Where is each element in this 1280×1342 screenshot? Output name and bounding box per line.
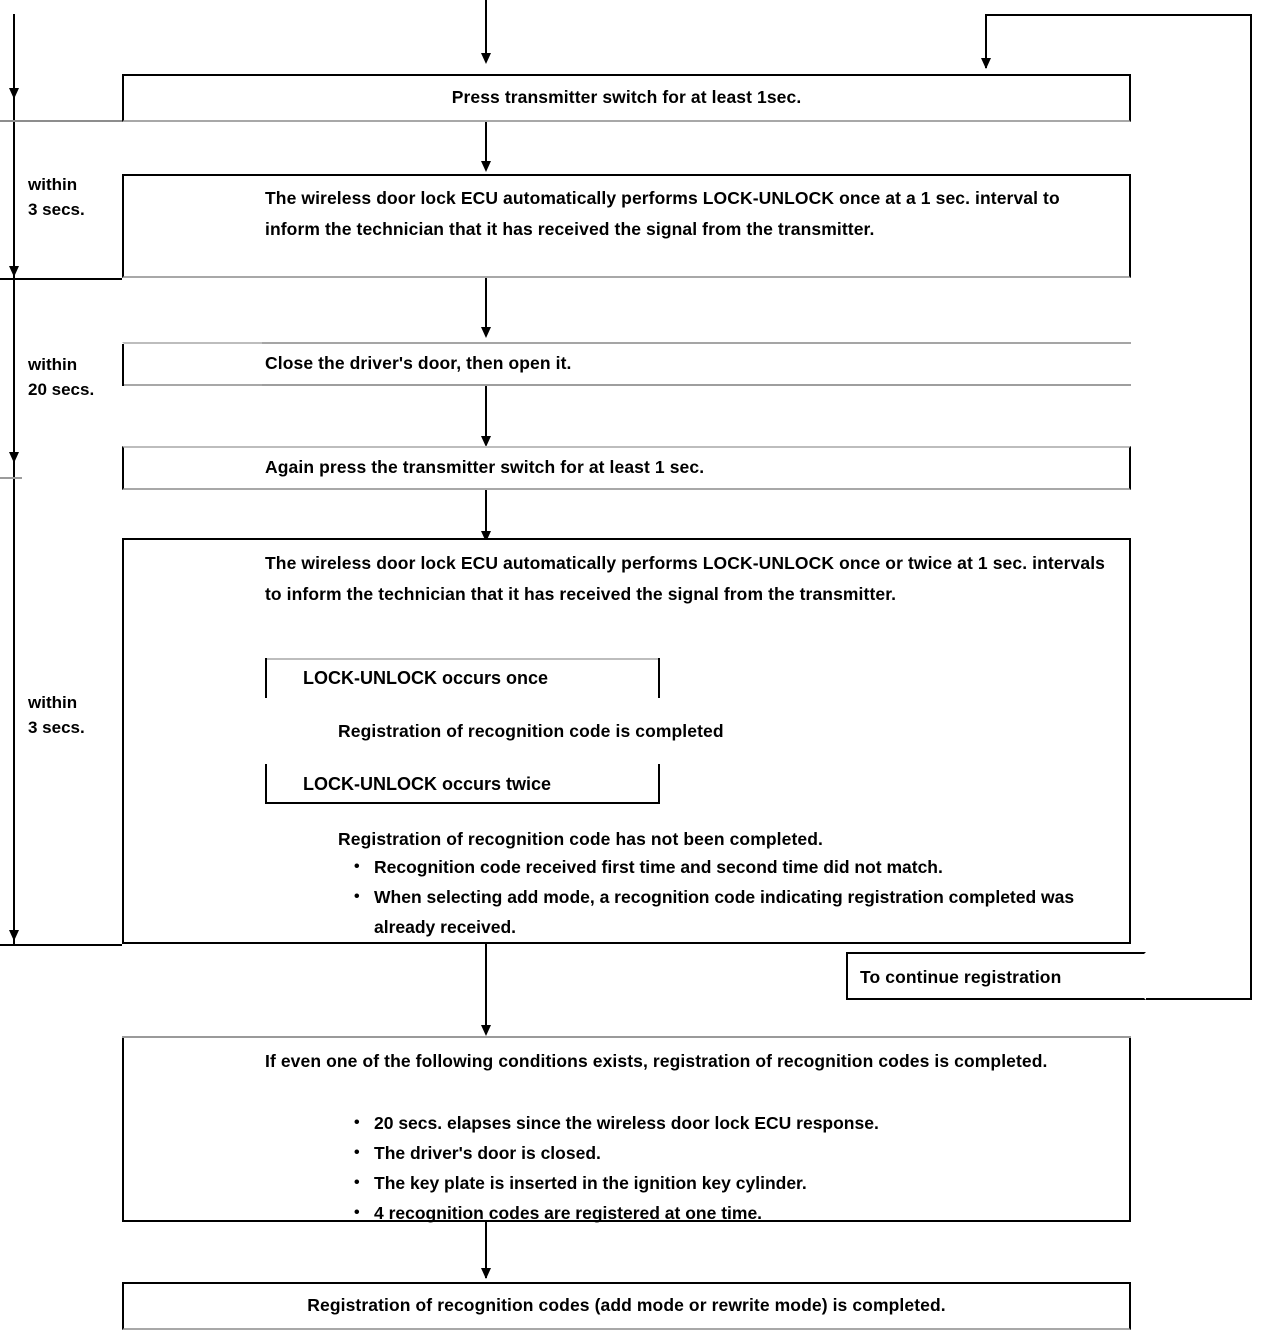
outcome-text-registration-completed: Registration of recognition code is comp… xyxy=(338,721,724,741)
entry-connector-line xyxy=(485,0,487,62)
timing-label-within-3-secs-first: within 3 secs. xyxy=(28,175,85,219)
connector-step1-step2 xyxy=(485,122,487,170)
list-item: 4 recognition codes are registered at on… xyxy=(352,1198,1112,1228)
connector-step2-step3 xyxy=(485,278,487,336)
connector-step3-step4-arrow xyxy=(481,436,491,447)
loopback-top-line xyxy=(985,14,1252,16)
connector-step4-step5-arrow xyxy=(481,531,491,542)
timing-label-within-3-secs-second: within 3 secs. xyxy=(28,693,85,737)
final-result-box xyxy=(122,1282,1131,1330)
loopback-arrow xyxy=(981,58,991,69)
loopback-down-into-box-line xyxy=(985,14,987,68)
outcome-box-lock-unlock-once: LOCK-UNLOCK occurs once xyxy=(265,658,660,698)
loopback-bottom-line xyxy=(1146,998,1252,1000)
completion-conditions-intro: If even one of the following conditions … xyxy=(265,1051,1048,1071)
step-box-press-transmitter-again xyxy=(122,446,1131,490)
timing-rail-arrow-3 xyxy=(9,452,19,463)
connector-conditions-final-arrow xyxy=(481,1268,491,1279)
list-item: Recognition code received first time and… xyxy=(352,852,1112,882)
timing-tick-3 xyxy=(0,477,22,479)
step-box-ecu-responds-first xyxy=(122,174,1131,278)
timing-rail-arrow-1 xyxy=(9,88,19,99)
outcome-reason-list: Recognition code received first time and… xyxy=(352,852,1112,942)
connector-step5-conditions xyxy=(485,944,487,1034)
outcome-box-lock-unlock-once-bottom-mask xyxy=(267,696,658,698)
continue-registration-label: To continue registration xyxy=(860,967,1062,987)
completion-conditions-list: 20 secs. elapses since the wireless door… xyxy=(352,1108,1112,1228)
connector-step1-step2-arrow xyxy=(481,161,491,172)
connector-step2-step3-arrow xyxy=(481,327,491,338)
connector-step5-conditions-arrow xyxy=(481,1025,491,1036)
step-text-ecu-responds-first: The wireless door lock ECU automatically… xyxy=(265,188,1065,239)
step-text-press-transmitter-again: Again press the transmitter switch for a… xyxy=(265,457,705,477)
connector-step4-step5 xyxy=(485,490,487,542)
outcome-box-lock-unlock-twice-right xyxy=(658,764,660,804)
outcome-box-lock-unlock-twice: LOCK-UNLOCK occurs twice xyxy=(265,764,660,804)
step-box-close-open-door-top xyxy=(262,342,1131,344)
timing-label-within-20-secs: within 20 secs. xyxy=(28,355,95,399)
list-item: The driver's door is closed. xyxy=(352,1138,1112,1168)
outcome-text-registration-not-completed: Registration of recognition code has not… xyxy=(338,829,823,849)
continue-registration-box xyxy=(846,952,1146,1000)
loopback-right-line xyxy=(1250,14,1252,1000)
completion-conditions-box-top xyxy=(122,1036,1131,1038)
step-box-press-transmitter xyxy=(122,74,1131,122)
outcome-box-lock-unlock-once-left xyxy=(265,658,267,698)
timing-rail-arrow-2 xyxy=(9,266,19,277)
timing-rail-arrow-4 xyxy=(9,930,19,941)
list-item: 20 secs. elapses since the wireless door… xyxy=(352,1108,1112,1138)
step-box-close-open-door-left-edge xyxy=(122,344,124,386)
connector-conditions-final xyxy=(485,1222,487,1278)
final-result-text: Registration of recognition codes (add m… xyxy=(307,1295,946,1315)
entry-connector-arrow xyxy=(481,53,491,64)
list-item: When selecting add mode, a recognition c… xyxy=(352,882,1112,942)
timing-tick-4 xyxy=(0,944,122,946)
timing-rail-line xyxy=(13,14,15,944)
connector-step3-step4 xyxy=(485,386,487,444)
outcome-box-lock-unlock-twice-left xyxy=(265,764,267,804)
list-item: The key plate is inserted in the ignitio… xyxy=(352,1168,1112,1198)
timing-tick-2 xyxy=(0,278,122,280)
outcome-box-lock-unlock-twice-bottom xyxy=(265,802,660,804)
step-box-close-open-door-bottom xyxy=(262,384,1131,386)
outcome-box-lock-unlock-once-right xyxy=(658,658,660,698)
step-text-ecu-responds-second: The wireless door lock ECU automatically… xyxy=(265,553,1110,604)
step-text-close-open-door: Close the driver's door, then open it. xyxy=(265,353,572,373)
timing-tick-1 xyxy=(0,120,122,122)
step-text-press-transmitter: Press transmitter switch for at least 1s… xyxy=(451,87,802,107)
